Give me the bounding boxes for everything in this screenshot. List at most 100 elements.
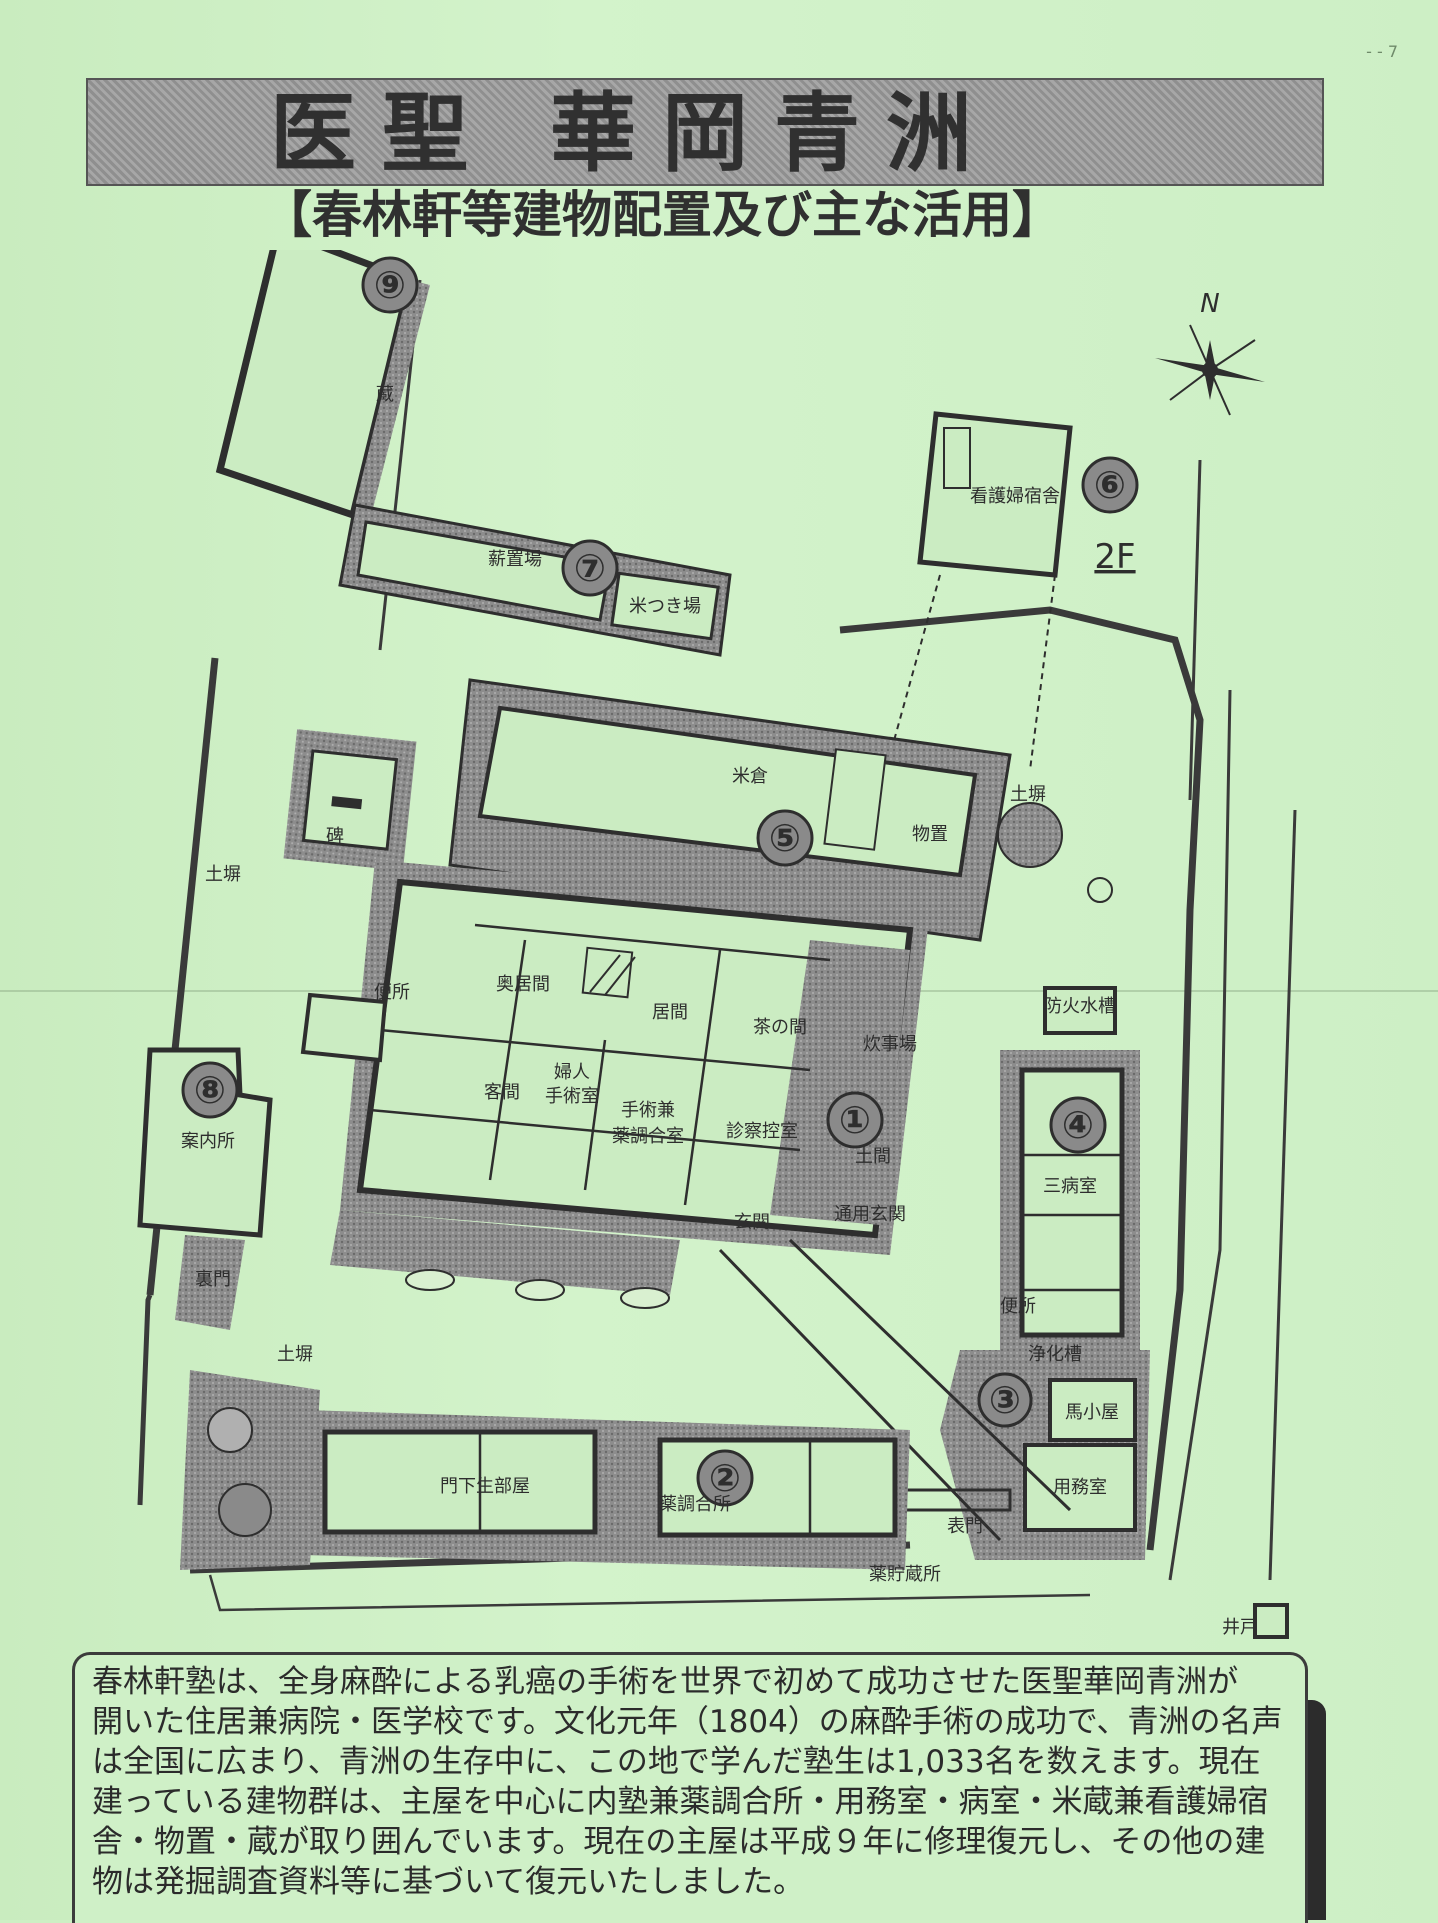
label-suijiba: 炊事場 [863,1034,917,1055]
label-tsuyou: 通用玄関 [834,1204,906,1225]
label-kyakuma: 客間 [484,1082,520,1103]
description-line: は全国に広まり、青洲の生存中に、この地で学んだ塾生は1,033名を数えます。現在 [92,1744,1261,1780]
youmushitsu [1023,1443,1137,1532]
road-line-3 [1168,689,1232,1581]
room-divider-3 [369,1108,801,1152]
description-line: 春林軒塾は、全身麻酔による乳癌の手術を世界で初めて成功させた医聖華岡青洲が [92,1664,1239,1700]
description-line: 建っている建物群は、主屋を中心に内塾兼薬調合所・用務室・病室・米蔵兼看護婦宿 [92,1784,1269,1820]
yakuchougou-room [657,1437,898,1538]
label-maki: 薪置場 [488,549,542,570]
description-line: 舎・物置・蔵が取り囲んでいます。現在の主屋は平成９年に修理復元し、その他の建 [92,1824,1266,1860]
label-ima: 居間 [652,1002,688,1023]
label-hi: 碑 [326,826,344,847]
label-monooki: 物置 [912,824,948,845]
badge-3: ③ [989,1378,1021,1422]
label-dobei-w: 土塀 [205,864,241,885]
badge-6: ⑥ [1094,463,1126,507]
label-annai: 案内所 [181,1131,235,1152]
badge-8: ⑧ [194,1068,226,1112]
kango-link-1 [889,574,941,756]
label-monka: 門下生部屋 [440,1476,530,1497]
compass-north-label: N [1200,289,1219,319]
kometsuki-box [610,571,720,641]
label-byoushitsu: 三病室 [1043,1176,1097,1197]
title-banner [86,78,1324,186]
badge-circles [181,256,1139,1507]
label-doma: 土間 [855,1146,891,1167]
maki-inner [356,520,612,622]
label-ido: 井戸 [1222,1617,1258,1638]
room-divider-1 [474,923,831,962]
path-to-gate [718,1248,1002,1542]
tokonoma-diag [589,954,636,996]
road-line-5 [208,1574,1091,1612]
description-line: 物は発掘調査資料等に基づいて復元いたしました。 [92,1864,805,1900]
kitchen-doma [770,940,910,1225]
road-line-2 [1188,459,1202,801]
badge-9: ⑨ [374,263,406,307]
label-shujutsuken: 手術兼 [621,1100,675,1121]
label-umagoya: 馬小屋 [1065,1402,1119,1423]
label-bouka: 防火水槽 [1044,996,1116,1017]
label-kura: 蔵 [376,384,394,405]
label-shinsatsu: 診察控室 [726,1121,798,1142]
badge-2: ② [709,1456,741,1500]
label-yakuchougou: 薬調合室 [612,1126,684,1147]
description-text: 春林軒塾は、全身麻酔による乳癌の手術を世界で初めて成功させた医聖華岡青洲が 開い… [92,1662,1292,1902]
label-dobei-sw: 土塀 [277,1344,313,1365]
komegura-stair [823,748,887,851]
room-divider-2 [379,1028,811,1072]
label-youmu: 用務室 [1053,1477,1107,1498]
badge-1: ① [839,1098,871,1142]
path-to-gate-2 [788,1238,1072,1512]
monka-room [322,1429,598,1535]
road-line-4 [1268,809,1297,1581]
kura-wall-hatch [353,280,430,520]
description-line: 開いた住居兼病院・医学校です。文化元年（1804）の麻酔手術の成功で、青洲の名声 [92,1704,1283,1740]
label-fujin: 婦人 [554,1062,590,1083]
site-map: N ⑨ ⑦ ⑥ ⑤ ① ④ ② ⑧ ③ 蔵 薪置場 米つき場 看護婦宿舎 2F … [70,225,1370,1654]
well [1253,1603,1289,1639]
badge-5: ⑤ [769,816,801,860]
room-divider-4 [488,939,527,1181]
page-title: 医聖 華岡青洲 [270,83,998,184]
tree [997,802,1063,868]
label-kango: 看護婦宿舎 [970,486,1060,507]
badge-7: ⑦ [574,546,606,590]
page-subtitle: 【春林軒等建物配置及び主な活用】 [262,186,1062,244]
label-joukasou: 浄化槽 [1028,1344,1082,1365]
west-garden [180,1370,320,1570]
label-okui: 奥居間 [496,974,550,995]
label-shujutsu: 手術室 [545,1086,599,1107]
uramon-path [175,1235,245,1330]
room-divider-6 [683,949,722,1206]
label-uramon: 裏門 [195,1269,231,1290]
badge-3-circle [977,1372,1033,1428]
badge-4: ④ [1062,1103,1094,1147]
label-komegura: 米倉 [732,766,768,787]
monument-stone [331,796,363,810]
outer-wall-west-lower [137,1294,153,1506]
label-omotemon: 表門 [947,1516,983,1537]
kango-stairs [943,427,971,489]
umagoya [1048,1378,1137,1442]
compass-rose-icon [1155,324,1265,416]
label-benjo1: 便所 [374,982,410,1003]
kango-link-2 [1029,574,1056,771]
room-divider-5 [583,1039,607,1191]
label-benjo2: 便所 [1000,1296,1036,1317]
label-chanoma: 茶の間 [753,1017,807,1038]
label-kometsuki: 米つき場 [629,596,701,617]
description-box [72,1652,1308,1923]
site-map-svg: N ⑨ ⑦ ⑥ ⑤ ① ④ ② ⑧ ③ 蔵 薪置場 米つき場 看護婦宿舎 2F … [137,225,1297,1639]
garden [330,1210,680,1295]
corner-mark: - - 7 [1366,42,1398,61]
tree-small [1087,877,1113,903]
label-yakuchougousho: 薬調合所 [659,1494,731,1515]
label-yakuchozo: 薬貯蔵所 [869,1564,941,1585]
benjo-annex [300,992,388,1063]
label-2f: 2F [1094,537,1135,577]
label-genkan: 玄関 [734,1212,770,1233]
label-dobei-ne: 土塀 [1010,784,1046,805]
fire-tank [1043,986,1117,1035]
